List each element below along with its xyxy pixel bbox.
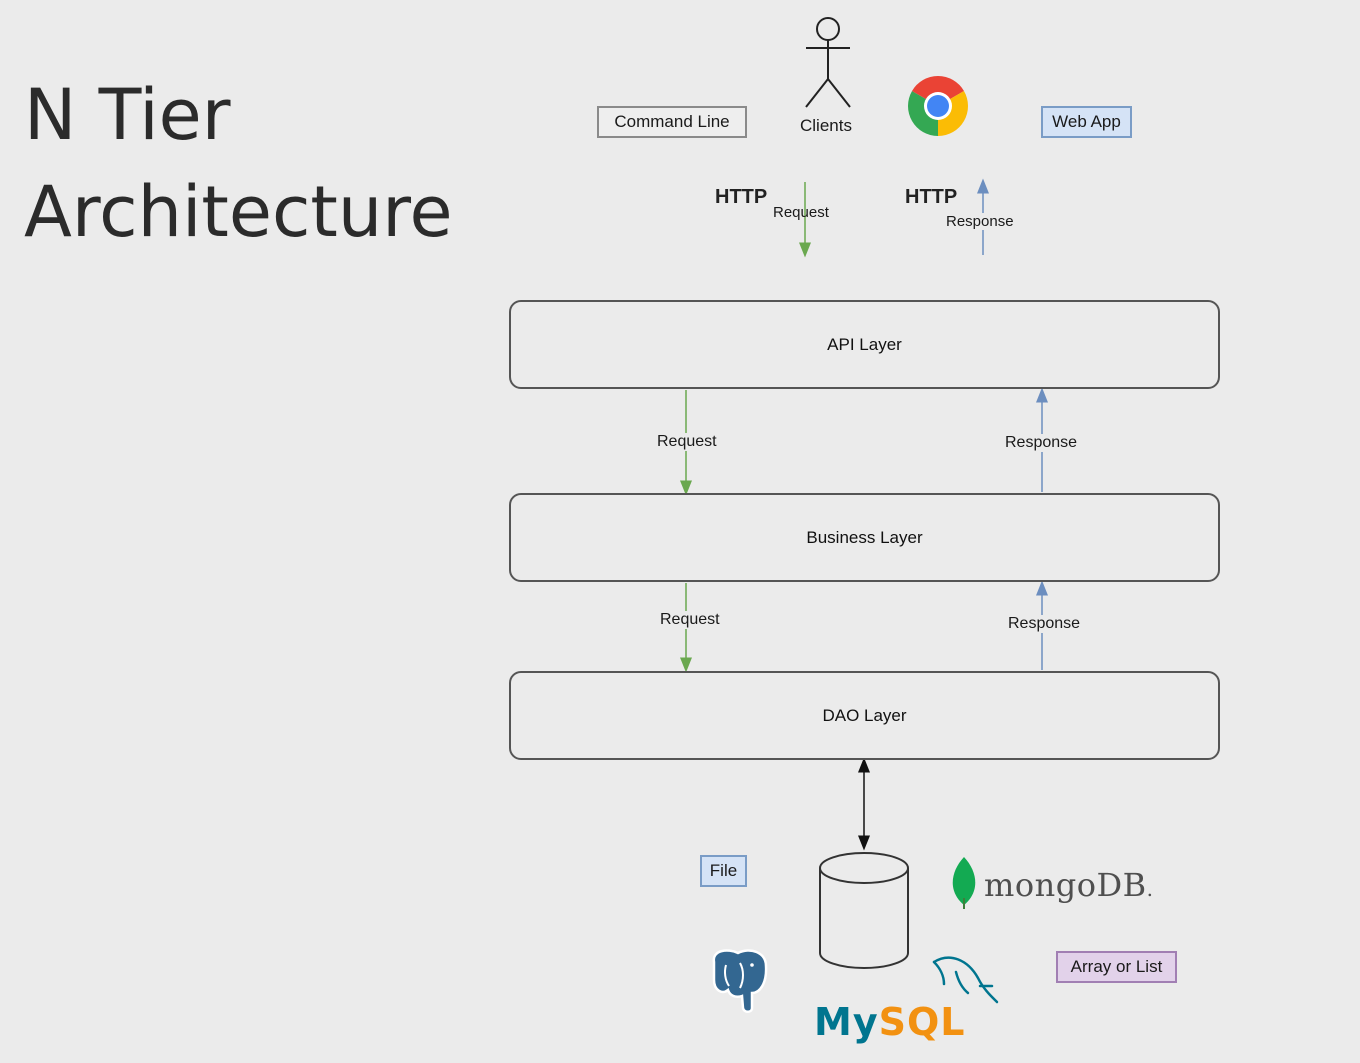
http-response-protocol: HTTP — [905, 186, 958, 208]
mongodb-logo-dot: . — [1146, 877, 1154, 901]
business-layer-label: Business Layer — [806, 527, 923, 547]
mysql-logo-text: MySQL — [814, 1000, 966, 1044]
clients-label: Clients — [800, 116, 852, 135]
api-layer-box: API Layer — [509, 300, 1220, 389]
database-cylinder-icon — [819, 852, 909, 969]
page-title-line-2: Architecture — [24, 171, 453, 253]
dao-layer-box: DAO Layer — [509, 671, 1220, 760]
mysql-logo: MySQL — [814, 1003, 965, 1041]
stick-figure-icon — [805, 17, 851, 108]
http-response-label: Response — [945, 213, 1015, 230]
array-or-list-label: Array or List — [1056, 951, 1177, 983]
business-layer-box: Business Layer — [509, 493, 1220, 582]
api-business-response-label: Response — [1004, 434, 1079, 452]
api-layer-label: API Layer — [827, 334, 902, 354]
page-title-line-1: N Tier — [24, 74, 231, 156]
command-line-label: Command Line — [597, 106, 747, 138]
business-dao-response-label: Response — [1007, 615, 1082, 633]
mongodb-leaf-icon — [952, 857, 976, 905]
mongodb-logo-text: mongoDB — [984, 866, 1147, 904]
mongodb-logo: mongoDB. — [984, 866, 1154, 904]
chrome-icon — [908, 76, 968, 136]
web-app-label: Web App — [1041, 106, 1132, 138]
dao-layer-label: DAO Layer — [822, 705, 907, 725]
mysql-dolphin-icon — [932, 956, 999, 1004]
api-business-request-label: Request — [656, 433, 718, 451]
http-request-protocol: HTTP — [715, 186, 768, 208]
postgresql-elephant-icon — [712, 949, 768, 1013]
file-storage-label: File — [700, 855, 747, 887]
http-request-label: Request — [773, 204, 829, 221]
business-dao-request-label: Request — [659, 611, 721, 629]
